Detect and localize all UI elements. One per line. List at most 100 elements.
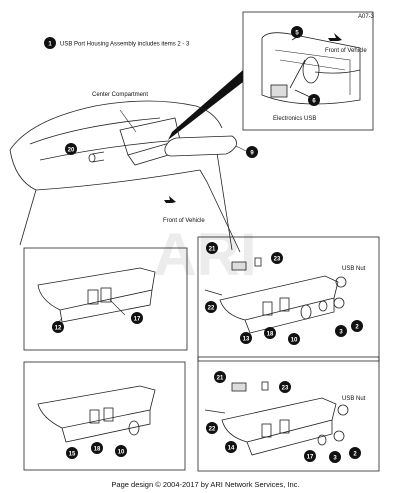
svg-text:10: 10	[118, 450, 125, 456]
footer-copyright: Page design © 2004-2017 by ARI Network S…	[111, 480, 300, 489]
detail-compartment-side	[261, 38, 361, 105]
panel-b-housing	[219, 275, 339, 321]
detail-inner-line-2	[279, 59, 346, 71]
part-20-cylinder	[88, 153, 96, 163]
panel-c-opening-2	[103, 407, 114, 422]
vehicle-body	[9, 100, 241, 253]
usb-nut-2	[337, 404, 349, 416]
front-arrow-top	[328, 33, 342, 41]
part-22-wire	[204, 289, 223, 296]
panel-a: 12 17	[23, 247, 188, 351]
panel-a-frame	[23, 247, 188, 351]
part-3-nut	[318, 300, 328, 312]
panel-d-frame	[197, 356, 380, 472]
front-label-top: Front of Vehicle	[325, 48, 367, 54]
front-label-main: Front of Vehicle	[163, 218, 205, 224]
svg-text:9: 9	[250, 151, 254, 157]
part-23-clip-b	[261, 381, 269, 391]
svg-text:2: 2	[355, 325, 359, 331]
callout-22b: 22	[206, 422, 218, 434]
detail-compartment-outline	[261, 32, 361, 74]
svg-text:5: 5	[295, 31, 299, 37]
callout-6: 6	[308, 94, 320, 106]
svg-text:15: 15	[69, 452, 76, 458]
callout-10a: 10	[288, 333, 300, 345]
part-3-nut-b	[317, 434, 327, 446]
panel-c-housing-side	[61, 410, 151, 443]
panel-c-opening-1	[89, 409, 100, 424]
part-23-clip	[254, 257, 262, 267]
panel-b-frame	[197, 236, 380, 362]
usb-nut-1	[335, 276, 347, 288]
watermark-text: ARI	[153, 221, 256, 288]
panel-a-housing-side	[59, 289, 153, 323]
svg-text:18: 18	[267, 332, 274, 338]
callout-23a: 23	[271, 252, 283, 264]
svg-text:22: 22	[209, 427, 216, 433]
pillar-left	[19, 189, 37, 246]
callout-18b: 18	[91, 442, 103, 454]
callout-18a: 18	[264, 327, 276, 339]
callout-20: 20	[65, 143, 77, 155]
detail-inner-line	[274, 49, 351, 95]
svg-text:3: 3	[333, 456, 337, 462]
panel-a-opening-1	[87, 289, 99, 305]
svg-text:17: 17	[307, 455, 314, 461]
usb-cable	[289, 59, 306, 89]
callout-note-circle	[44, 37, 56, 49]
panel-c: 15 18 10	[23, 361, 186, 471]
leader-6	[294, 89, 311, 98]
callout-2a: 2	[351, 320, 363, 332]
electronics-usb-label: Electronics USB	[273, 116, 316, 122]
callout-10b: 10	[115, 445, 127, 457]
callout-3b: 3	[329, 451, 341, 463]
leader-9	[235, 145, 247, 152]
panel-b-opening-1	[262, 301, 273, 316]
callout-5: 5	[291, 26, 303, 38]
part-2-ring-b	[333, 430, 345, 442]
callout-2b: 2	[349, 447, 361, 459]
callout-12: 12	[52, 321, 64, 333]
svg-text:17: 17	[134, 317, 141, 323]
dash-inner-line-2	[39, 139, 181, 161]
part-2-ring	[333, 297, 345, 309]
callout-14: 14	[225, 441, 237, 453]
inset-pointer	[168, 70, 243, 140]
panel-b-housing-side	[244, 298, 335, 334]
usb-cable-loop	[302, 56, 320, 84]
svg-text:23: 23	[274, 257, 281, 263]
electronics-usb-box	[270, 84, 288, 98]
callout-21b: 21	[214, 371, 226, 383]
callout-21a: 21	[206, 242, 218, 254]
svg-text:21: 21	[209, 247, 216, 253]
panel-d-opening-1	[261, 423, 272, 438]
callout-23b: 23	[279, 381, 291, 393]
part-21-module-b	[231, 382, 247, 392]
panel-d-housing-side	[246, 420, 333, 456]
panel-d: USB Nut 21 23 22 14 17 3 2	[197, 356, 380, 472]
panel-d-opening-2	[279, 419, 290, 434]
callout-22a: 22	[205, 301, 217, 313]
front-arrow-main	[164, 196, 176, 203]
detail-code: A07-3	[358, 14, 375, 20]
callout-note-number: 1	[48, 42, 52, 48]
svg-text:10: 10	[291, 338, 298, 344]
callout-3a: 3	[335, 325, 347, 337]
callout-15: 15	[66, 447, 78, 459]
svg-text:18: 18	[94, 447, 101, 453]
svg-text:22: 22	[208, 306, 215, 312]
note: 1 USB Port Housing Assembly includes ite…	[44, 37, 190, 49]
leader-center-compartment	[119, 109, 137, 133]
part-9-panel	[164, 135, 237, 157]
part-22-wire-b	[204, 409, 226, 414]
dash-top-edge	[9, 100, 223, 151]
callout-17a: 17	[131, 312, 143, 324]
svg-text:3: 3	[339, 330, 343, 336]
pillar-right-inner	[214, 139, 233, 251]
callout-17b: 17	[304, 450, 316, 462]
svg-text:21: 21	[217, 376, 224, 382]
svg-text:2: 2	[353, 452, 357, 458]
note-text: USB Port Housing Assembly includes items…	[60, 42, 190, 48]
panel-b: USB Nut 21 23 22 13 18 10 3 2	[197, 236, 380, 362]
